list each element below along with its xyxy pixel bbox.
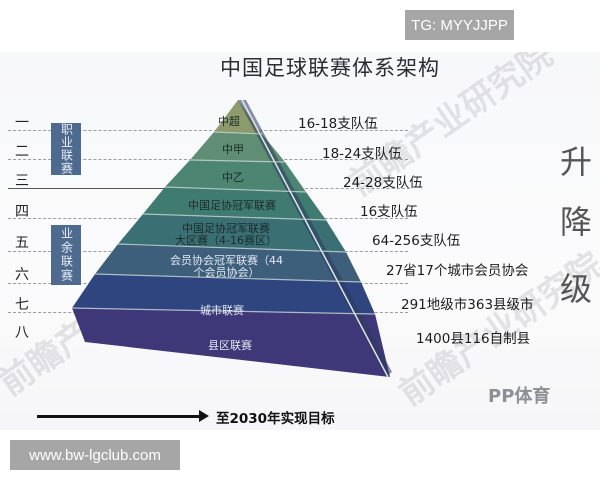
- tier-label-cfa-champions-league: 中国足协冠军联赛: [188, 199, 276, 212]
- professional-league-label: 职业联赛: [51, 123, 81, 175]
- row-divider: [8, 130, 408, 131]
- pyramid-infographic: 前瞻产业研究院 前瞻产业研究院 前瞻产业研究院 中国足球联赛体系架构 一 二 三…: [0, 52, 600, 430]
- promotion-relegation-label: 级: [559, 270, 592, 308]
- level-number: 三: [15, 173, 29, 189]
- level-number: 四: [15, 204, 29, 220]
- tier-count: 16-18支队伍: [298, 116, 378, 132]
- page-title: 中国足球联赛体系架构: [220, 56, 440, 80]
- goal-caption: 至2030年实现目标: [216, 411, 335, 427]
- tier-shape-7: [72, 274, 375, 314]
- tier-label-line: 中国足协冠军联赛: [181, 222, 270, 235]
- pyramid-graphic: [71, 99, 392, 378]
- tier-count: 18-24支队伍: [322, 146, 402, 162]
- pp-sports-logo: PP体育: [488, 386, 551, 407]
- tg-overlay-badge: TG: MYYJJPP: [405, 10, 514, 40]
- tier-shape-8: [72, 308, 390, 377]
- tier-label-super-league: 中超: [218, 115, 240, 128]
- tier-shape-4: [143, 187, 326, 220]
- tier-label-league-two: 中乙: [222, 171, 244, 184]
- tier-label-county-league: 县区联赛: [208, 339, 252, 352]
- tier-count: 27省17个城市会员协会: [386, 263, 529, 279]
- tier-count: 16支队伍: [360, 204, 418, 220]
- row-divider: [300, 188, 410, 189]
- tier-label-line: 大区赛（4-16赛区）: [175, 234, 277, 247]
- tier-shape-3: [165, 160, 306, 192]
- level-number: 七: [15, 297, 29, 313]
- tier-shape-1: [214, 100, 262, 134]
- tier-shape-6: [95, 244, 361, 282]
- tier-label-regional: 中国足协冠军联赛 大区赛（4-16赛区）: [175, 223, 277, 247]
- tier-label-line: 会员协会冠军联赛（44: [170, 254, 283, 267]
- tier-label-league-one: 中甲: [222, 143, 244, 156]
- tier-label-line: 个会员协会）: [193, 266, 260, 279]
- level-number: 二: [15, 144, 29, 160]
- level-number: 一: [15, 115, 29, 131]
- url-overlay-badge: www.bw-lgclub.com: [10, 440, 180, 470]
- promotion-relegation-label: 升: [559, 143, 592, 181]
- tier-shape-5: [118, 214, 346, 252]
- tier-count: 291地级市363县级市: [401, 297, 534, 313]
- tier-count: 24-28支队伍: [343, 175, 423, 191]
- level-number: 六: [15, 267, 29, 283]
- tier-label-city-league: 城市联赛: [200, 304, 244, 317]
- league-divider: [8, 188, 198, 189]
- promotion-relegation-label: 降: [559, 203, 592, 241]
- tier-count: 1400县116自制县: [416, 331, 531, 347]
- tier-label-member-association: 会员协会冠军联赛（44 个会员协会）: [170, 255, 283, 279]
- tier-count: 64-256支队伍: [372, 233, 461, 249]
- level-number: 八: [15, 325, 29, 341]
- arrow-head-icon: [199, 410, 209, 422]
- timeline-arrow-icon: [37, 415, 200, 418]
- amateur-league-text: 业余联赛: [59, 227, 74, 283]
- amateur-league-label: 业余联赛: [51, 225, 81, 285]
- professional-league-text: 职业联赛: [59, 123, 74, 175]
- level-number: 五: [15, 235, 29, 251]
